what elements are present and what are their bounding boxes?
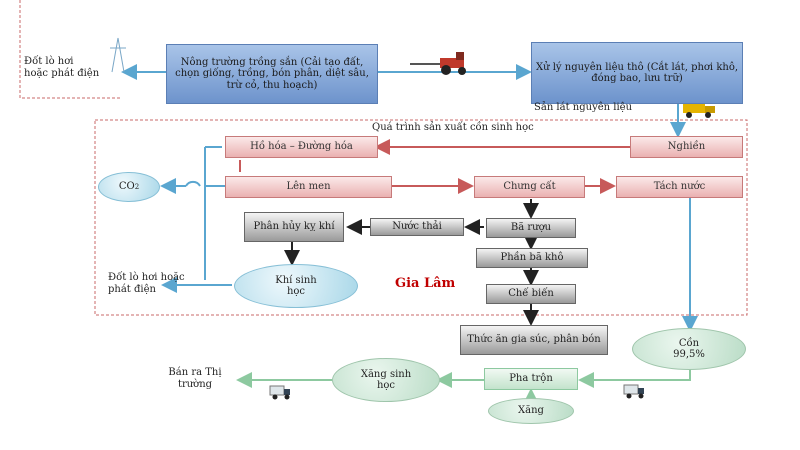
process-title: Quá trình sản xuất cồn sinh học	[372, 122, 534, 133]
raw-processing-box: Xử lý nguyên liệu thô (Cắt lát, phơi khô…	[531, 42, 743, 104]
biogas-ellipse: Khí sinh học	[234, 264, 358, 308]
distillation-box: Chưng cất	[474, 176, 585, 198]
power-tower-icon	[110, 37, 126, 73]
truck-icon-right	[623, 384, 644, 399]
blending-box: Pha trộn	[484, 368, 578, 390]
power-bottom-label: Đốt lò hơi hoặc phát điện	[108, 272, 185, 295]
dry-residue-text: Phần bã khô	[500, 252, 564, 264]
grinding-text: Nghiền	[667, 141, 706, 153]
anaerobic-text: Phân hủy kỵ khí	[253, 221, 335, 233]
dry-residue-box: Phần bã khô	[476, 248, 588, 268]
gasoline-text: Xăng	[518, 405, 544, 417]
raw-processing-text: Xử lý nguyên liệu thô (Cắt lát, phơi khô…	[536, 61, 739, 85]
feed-box: Thức ăn gia súc, phân bón	[460, 325, 608, 355]
gasoline-ellipse: Xăng	[488, 398, 574, 424]
power-top-label: Đốt lò hơi hoặc phát điện	[24, 56, 100, 79]
farm-box: Nông trường trồng sắn (Cải tạo đất, chọn…	[166, 44, 378, 104]
truck-icon-left	[269, 385, 290, 400]
outer-dashed-line	[19, 0, 120, 99]
output-label: Sản lát nguyên liệu	[534, 102, 633, 113]
process-frame	[94, 119, 748, 316]
market-label: Bán ra Thị trường	[168, 367, 222, 390]
biofuel-ellipse: Xăng sinh học	[332, 358, 440, 402]
mash-text: Bã rượu	[510, 222, 552, 234]
fermentation-text: Lên men	[286, 181, 331, 193]
wastewater-text: Nước thải	[392, 221, 442, 233]
processing-text: Chế biến	[508, 288, 554, 300]
watermark-text: Gia Lâm	[395, 276, 456, 291]
hydrolysis-box: Hồ hóa – Đường hóa	[225, 136, 378, 158]
farm-text: Nông trường trồng sắn (Cải tạo đất, chọn…	[175, 56, 369, 91]
tractor-icon	[410, 52, 466, 75]
co2-text: CO	[118, 181, 135, 193]
wastewater-box: Nước thải	[370, 218, 464, 236]
dump-truck-icon	[683, 103, 715, 118]
distillation-text: Chưng cất	[503, 181, 556, 193]
ethanol-ellipse: Cồn 99,5%	[632, 328, 746, 370]
feed-text: Thức ăn gia súc, phân bón	[467, 334, 601, 346]
fermentation-box: Lên men	[225, 176, 392, 198]
blending-text: Pha trộn	[509, 373, 553, 385]
co2-subscript: 2	[134, 182, 140, 191]
biogas-text: Khí sinh học	[275, 274, 317, 298]
hydrolysis-text: Hồ hóa – Đường hóa	[250, 141, 353, 153]
mash-box: Bã rượu	[486, 218, 576, 238]
grinding-box: Nghiền	[630, 136, 743, 158]
processing-box: Chế biến	[486, 284, 576, 304]
dehydration-box: Tách nước	[616, 176, 743, 198]
anaerobic-box: Phân hủy kỵ khí	[244, 212, 344, 242]
dehydration-text: Tách nước	[653, 181, 706, 193]
ethanol-text: Cồn 99,5%	[673, 337, 705, 361]
biofuel-text: Xăng sinh học	[360, 368, 412, 392]
